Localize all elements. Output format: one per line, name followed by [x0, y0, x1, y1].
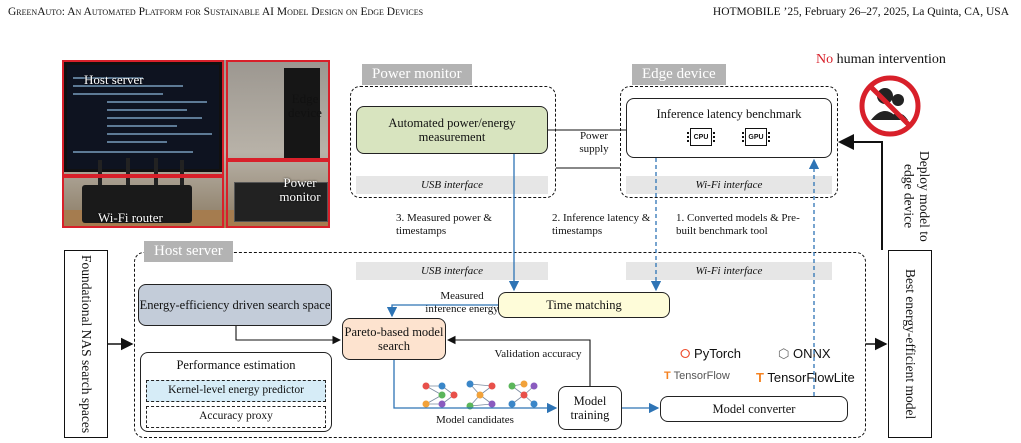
usb-interface-pm: USB interface: [356, 176, 548, 194]
kernel-energy-predictor: Kernel-level energy predictor: [146, 380, 326, 402]
flow-measured-power: 3. Measured power & timestamps: [396, 212, 492, 238]
host-server-tag: Host server: [144, 241, 233, 262]
latency-benchmark-box: Inference latency benchmark: [626, 98, 832, 158]
photo-label-edge: Edge device: [288, 91, 322, 121]
edge-device-image: [284, 68, 320, 158]
edge-device-tag: Edge device: [632, 64, 726, 85]
photo-label-power: Power monitor: [279, 175, 321, 205]
edge-device-group: [620, 86, 838, 198]
model-converter-box: Model converter: [660, 396, 848, 422]
flow-inference-latency: 2. Inference latency & timestamps: [552, 212, 651, 238]
flow-converted-models: 1. Converted models & Pre-built benchmar…: [676, 212, 800, 238]
power-measurement-box: Automated power/energy measurement: [356, 106, 548, 154]
running-header-left: GreenAuto: An Automated Platform for Sus…: [8, 6, 424, 18]
power-monitor-image: [234, 182, 328, 222]
hardware-photo: Host server Edge device Power monitor Wi…: [62, 60, 330, 228]
usb-interface-host: USB interface: [356, 262, 548, 280]
best-model-box: Best energy-efficient model: [888, 250, 932, 438]
best-model-label: Best energy-efficient model: [902, 268, 918, 420]
measured-energy-label: Measured inference energy: [425, 290, 499, 316]
model-candidates-label: Model candidates: [436, 414, 514, 426]
running-header-right: HOTMOBILE ’25, February 26–27, 2025, La …: [712, 6, 1009, 18]
photo-label-host: Host server: [84, 72, 144, 87]
validation-accuracy-label: Validation accuracy: [494, 348, 582, 360]
performance-estimation-box: Performance estimation: [140, 352, 332, 432]
tensorflow-logo: T TensorFlow: [664, 370, 730, 382]
monitor-screen: [64, 62, 222, 172]
human-caption: No human intervention: [816, 52, 946, 67]
power-monitor-group: [350, 86, 556, 198]
nas-search-spaces-box: Foundational NAS search spaces: [64, 250, 108, 438]
model-training-box: Model training: [558, 386, 622, 430]
power-supply-label: Power supply: [579, 130, 609, 156]
tensorflow-lite-logo: T TensorFlowLite: [756, 370, 855, 385]
deploy-label: Deploy model to edge device: [901, 150, 932, 242]
gpu-icon: GPU: [742, 128, 770, 146]
onnx-logo: ⬡ ONNX: [778, 346, 831, 361]
no-human-icon: [859, 75, 921, 137]
pareto-search-box: Pareto-based model search: [342, 318, 446, 360]
power-monitor-tag: Power monitor: [362, 64, 472, 85]
wifi-interface-edge: Wi-Fi interface: [626, 176, 832, 194]
router-image: [82, 185, 192, 223]
nas-search-spaces-label: Foundational NAS search spaces: [78, 254, 94, 434]
search-space-box: Energy-efficiency driven search space: [138, 284, 332, 326]
host-server-group: [134, 252, 866, 438]
cpu-icon: CPU: [687, 128, 715, 146]
wifi-interface-host: Wi-Fi interface: [626, 262, 832, 280]
accuracy-proxy: Accuracy proxy: [146, 406, 326, 428]
time-matching-box: Time matching: [498, 292, 670, 318]
pytorch-logo: ⭘ PyTorch: [680, 346, 741, 361]
photo-label-router: Wi-Fi router: [98, 210, 163, 225]
